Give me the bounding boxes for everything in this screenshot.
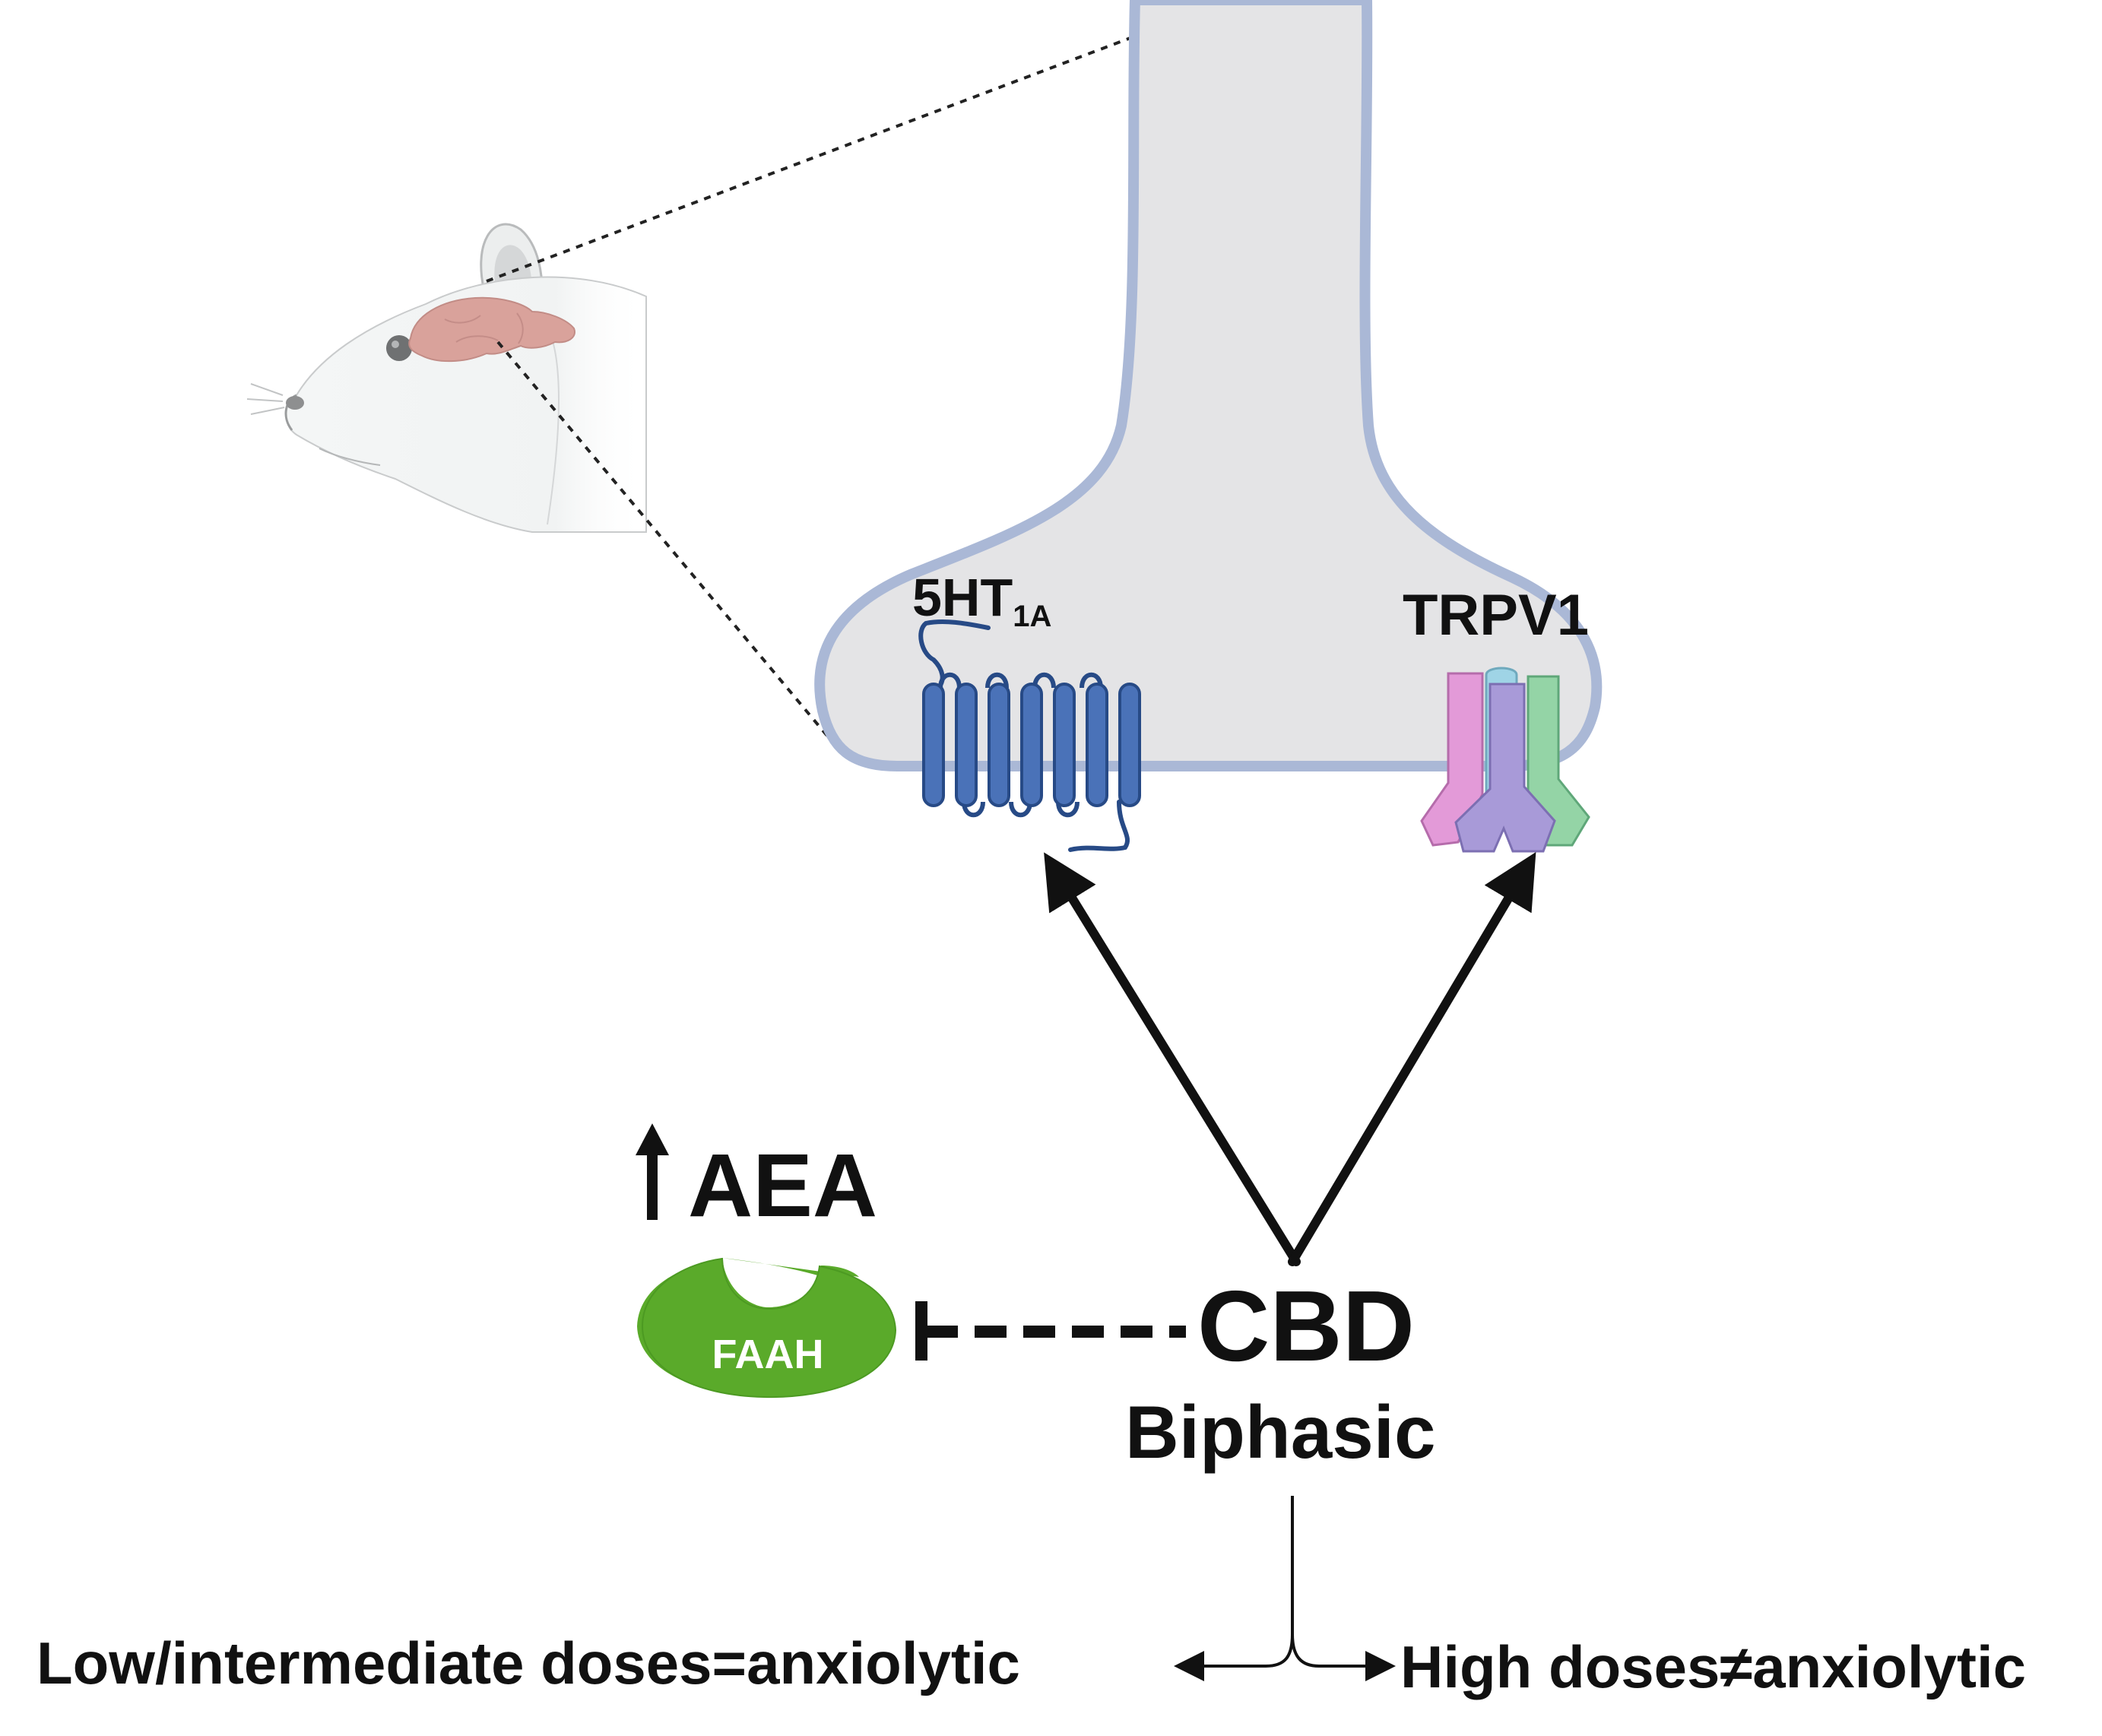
gpcr-seven-transmembrane-icon [918, 619, 1141, 852]
arrow-cbd-to-5ht1a [1044, 852, 1301, 1266]
low-dose-outcome-label: Low/intermediate doses=anxiolytic [36, 1630, 1020, 1696]
dose-branch-stem [1174, 1496, 1294, 1681]
faah-label: FAAH [712, 1332, 824, 1377]
ion-channel-icon [1420, 667, 1590, 853]
receptor-trpv1-label: TRPV1 [1403, 583, 1589, 648]
zoom-line-bottom [496, 341, 829, 737]
neuron-terminal [814, 0, 1603, 771]
zoom-line-top [486, 33, 1141, 283]
enzyme-icon [637, 1257, 897, 1399]
receptor-5ht1a-label: 5HT1A [912, 568, 1051, 633]
aea-label: AEA [688, 1136, 877, 1236]
brain-icon [408, 296, 575, 363]
dose-branch-right [1291, 1633, 1396, 1681]
up-arrow-icon [636, 1123, 669, 1220]
cbd-label: CBD [1197, 1270, 1415, 1382]
rat-head-icon [246, 223, 647, 533]
biphasic-label: Biphasic [1125, 1390, 1435, 1474]
high-dose-outcome-label: High doses≠anxiolytic [1400, 1633, 2026, 1700]
arrow-cbd-to-trpv1 [1288, 852, 1536, 1266]
